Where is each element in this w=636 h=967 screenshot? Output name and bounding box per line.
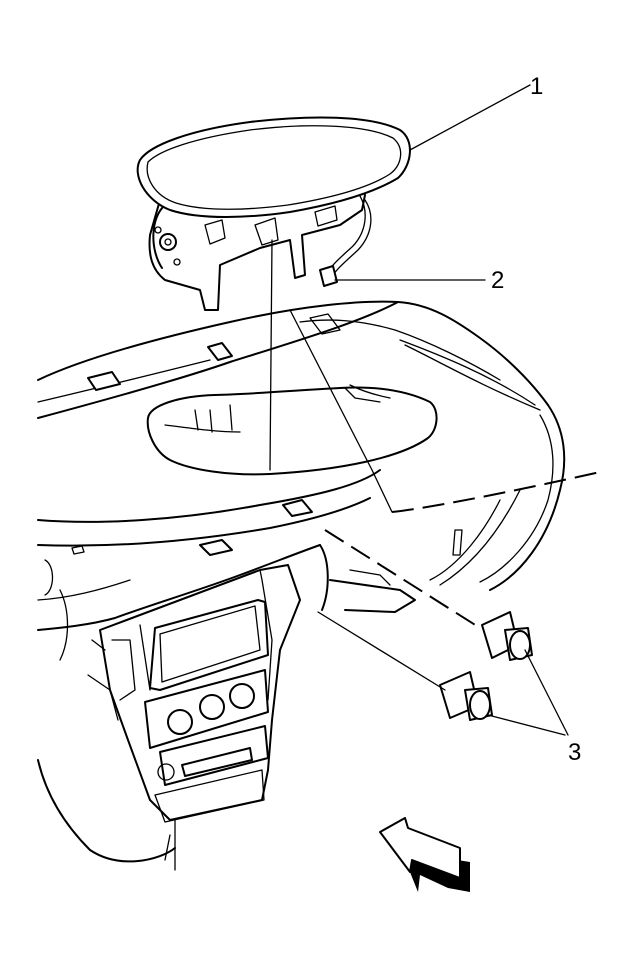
airbag-module	[136, 116, 411, 311]
bolt-upper	[481, 611, 533, 661]
center-stack	[87, 564, 301, 871]
bolts	[439, 611, 533, 721]
bolt-lower	[439, 671, 493, 721]
callout-2: 2	[491, 267, 504, 294]
guide-lines	[269, 239, 601, 691]
forward-direction-arrow-icon	[379, 817, 470, 892]
callout-1: 1	[530, 73, 543, 100]
instrument-panel	[37, 300, 566, 863]
callout-leaders	[334, 84, 569, 736]
callout-3: 3	[568, 739, 581, 766]
